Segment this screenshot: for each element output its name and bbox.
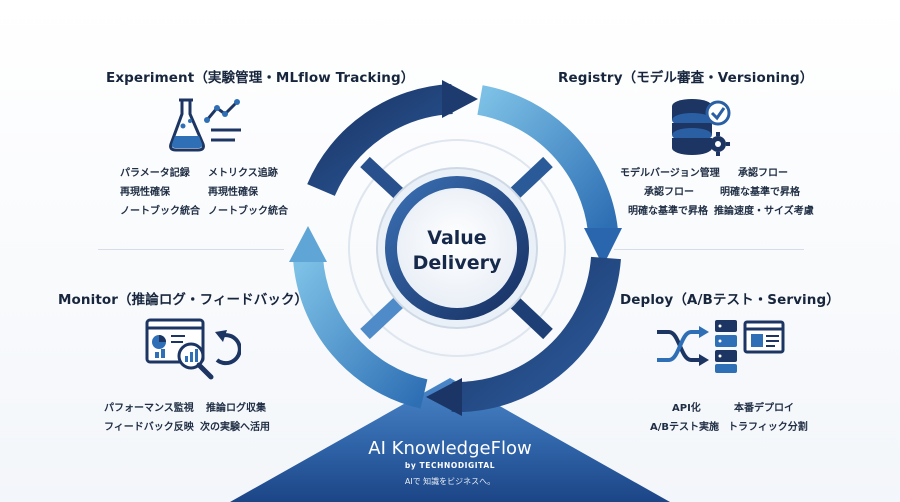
monitor-title: Monitor（推論ログ・フィードバック） <box>58 292 309 308</box>
monitor-item: 推論ログ収集 <box>206 403 266 414</box>
center-label-line2: Delivery <box>412 252 502 274</box>
monitor-item: 次の実験へ活用 <box>200 422 270 433</box>
monitor-item: フィードバック反映 <box>104 422 194 433</box>
arc-deploy-to-monitor <box>451 256 621 413</box>
center-label-line1: Value <box>427 227 487 249</box>
registry-item: 承認フロー <box>644 187 694 198</box>
deploy-title: Deploy（A/Bテスト・Serving） <box>620 292 840 308</box>
experiment-item: 再現性確保 <box>208 187 258 198</box>
deploy-item: トラフィック分割 <box>728 422 808 433</box>
experiment-list-1: パラメータ記録 再現性確保 ノートブック統合 <box>120 164 200 221</box>
experiment-item: 再現性確保 <box>120 187 170 198</box>
arc-registry-to-deploy <box>477 85 618 233</box>
divider-left <box>98 249 284 250</box>
brand-name: AI KnowledgeFlow <box>368 438 532 459</box>
experiment-title: Experiment（実験管理・MLflow Tracking） <box>106 70 415 86</box>
experiment-item: ノートブック統合 <box>208 206 288 217</box>
experiment-list-2: メトリクス追跡 再現性確保 ノートブック統合 <box>208 164 288 221</box>
registry-item: モデルバージョン管理 <box>620 168 720 179</box>
deploy-item: API化 <box>672 403 701 414</box>
registry-list-2: 承認フロー 明確な基準で昇格 推論速度・サイズ考慮 <box>714 164 814 221</box>
deploy-list-1: API化 A/Bテスト実施 <box>650 399 719 437</box>
center-label: Value Delivery <box>384 226 530 276</box>
registry-item: 明確な基準で昇格 <box>720 187 800 198</box>
monitor-list-1: パフォーマンス監視 フィードバック反映 <box>104 399 194 437</box>
brand-by: by TECHNODIGITAL <box>404 461 496 470</box>
divider-right <box>614 249 804 250</box>
deploy-list-2: 本番デプロイ トラフィック分割 <box>728 399 808 437</box>
experiment-item: メトリクス追跡 <box>208 168 278 179</box>
experiment-item: ノートブック統合 <box>120 206 200 217</box>
arc-experiment-to-registry <box>307 84 454 197</box>
registry-item: 推論速度・サイズ考慮 <box>714 206 814 217</box>
database-check-gear-icon <box>672 99 731 156</box>
arc-monitor-to-experiment <box>293 256 428 409</box>
registry-list-1: モデルバージョン管理 承認フロー 明確な基準で昇格 <box>620 164 720 221</box>
registry-title: Registry（モデル審査・Versioning） <box>558 70 814 86</box>
deploy-item: 本番デプロイ <box>734 403 794 414</box>
monitor-item: パフォーマンス監視 <box>104 403 194 414</box>
deploy-item: A/Bテスト実施 <box>650 422 720 433</box>
brand-block: AI KnowledgeFlow by TECHNODIGITAL AIで 知識… <box>300 438 600 487</box>
monitor-list-2: 推論ログ収集 次の実験へ活用 <box>200 399 270 437</box>
brand-tagline: AIで 知識をビジネスへ。 <box>404 477 496 486</box>
flask-chart-icon <box>169 98 241 152</box>
experiment-item: パラメータ記録 <box>120 168 190 179</box>
dashboard-magnifier-refresh-icon <box>145 318 241 380</box>
registry-item: 承認フロー <box>738 168 788 179</box>
registry-item: 明確な基準で昇格 <box>628 206 708 217</box>
shuffle-server-window-icon <box>657 320 785 373</box>
